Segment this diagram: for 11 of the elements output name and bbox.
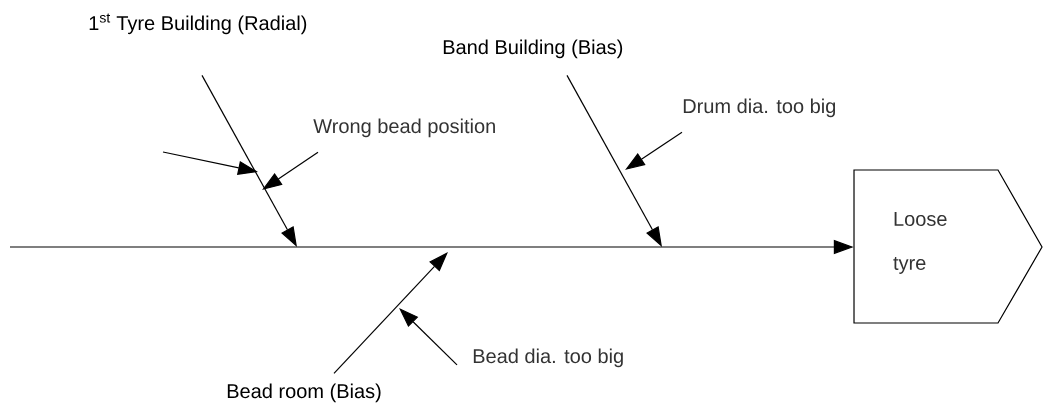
cause-label: Wrong bead position: [313, 118, 495, 138]
category-label: 1$^{st}$ Tyre Building (Radial): [89, 13, 307, 35]
cause-arrow: [625, 131, 683, 170]
cause-arrow: [262, 151, 319, 190]
category-label: Band Building (Bias): [443, 39, 623, 59]
cause-arrow: [399, 308, 458, 366]
effect-box: Loose tyre: [853, 169, 1043, 324]
category-label: Bead room (Bias): [227, 383, 381, 403]
bone-arrow: [333, 252, 448, 374]
cause-label: Bead dia. too big: [473, 348, 623, 368]
cause-label: Drum dia. too big: [683, 98, 836, 118]
